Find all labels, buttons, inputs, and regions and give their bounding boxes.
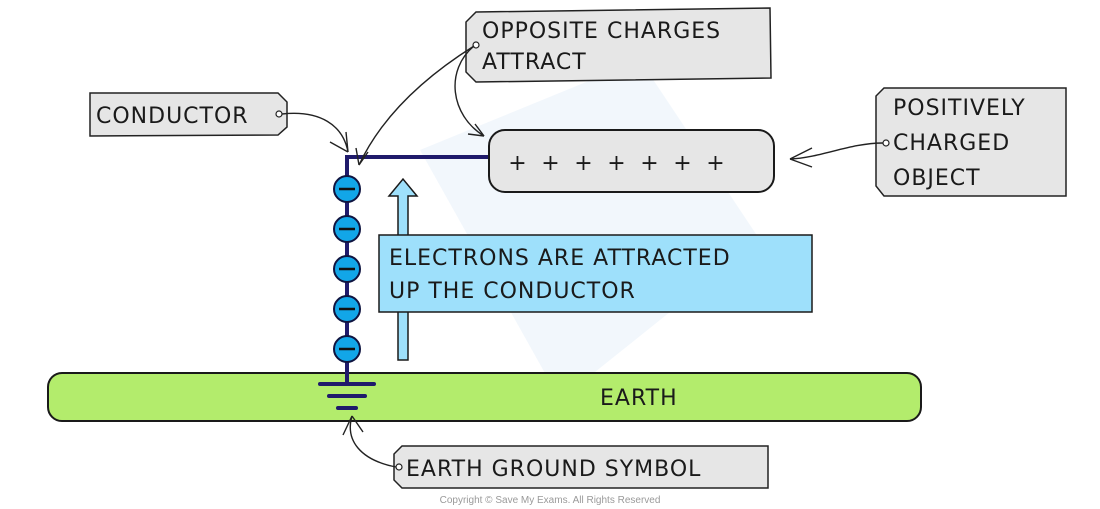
positive-charges-row: + + + + + + +: [508, 151, 725, 176]
electrons-info-line1: ELECTRONS ARE ATTRACTED: [389, 246, 731, 271]
copyright-notice: Copyright © Save My Exams. All Rights Re…: [440, 495, 661, 506]
arrowhead-icon: [355, 147, 369, 166]
tag-pin-icon: [882, 139, 890, 147]
positive-charge-icon: +: [673, 151, 692, 176]
earth-label: EARTH: [600, 386, 678, 411]
arrowhead-icon: [342, 415, 364, 436]
opposite-charges-tag: [465, 7, 772, 83]
positive-object-line1: POSITIVELY: [893, 96, 1026, 121]
ground-symbol-tag: [393, 445, 769, 489]
leader-conductor: [281, 112, 349, 153]
electrons-group: [333, 175, 361, 363]
leader-opposite-to-wire: [358, 45, 475, 166]
positive-charge-icon: +: [706, 151, 725, 176]
positive-charge-icon: +: [607, 151, 626, 176]
positive-charge-icon: +: [541, 151, 560, 176]
conductor-label: CONDUCTOR: [96, 104, 249, 129]
opposite-charges-line1: OPPOSITE CHARGES: [482, 19, 721, 44]
positive-charge-icon: +: [640, 151, 659, 176]
watermark-logo: [420, 60, 760, 400]
arrowhead-icon: [467, 123, 485, 137]
positive-object-line3: OBJECT: [893, 166, 981, 191]
positive-charge-icon: +: [508, 151, 527, 176]
earth-ground-symbol-icon: [318, 382, 376, 410]
electrons-info-line2: UP THE CONDUCTOR: [389, 279, 636, 304]
electrons-info-box: [378, 234, 813, 313]
ground-symbol-label: EARTH GROUND SYMBOL: [406, 457, 701, 482]
tag-pin-icon: [395, 463, 403, 471]
positive-object-line2: CHARGED: [893, 131, 1010, 156]
positive-charge-icon: +: [574, 151, 593, 176]
arrowhead-icon: [329, 131, 349, 153]
positively-charged-object: [488, 129, 775, 193]
leader-opposite-to-object: [454, 45, 485, 137]
positive-object-tag: [875, 87, 1067, 197]
leader-positive-object: [789, 142, 884, 160]
tag-pin-icon: [275, 110, 283, 118]
opposite-charges-line2: ATTRACT: [482, 50, 587, 75]
tag-pin-icon: [472, 41, 480, 49]
conductor-tag: [89, 92, 288, 137]
arrowhead-icon: [789, 147, 813, 168]
earth-bar: [47, 372, 922, 422]
leader-ground-symbol: [349, 415, 397, 468]
